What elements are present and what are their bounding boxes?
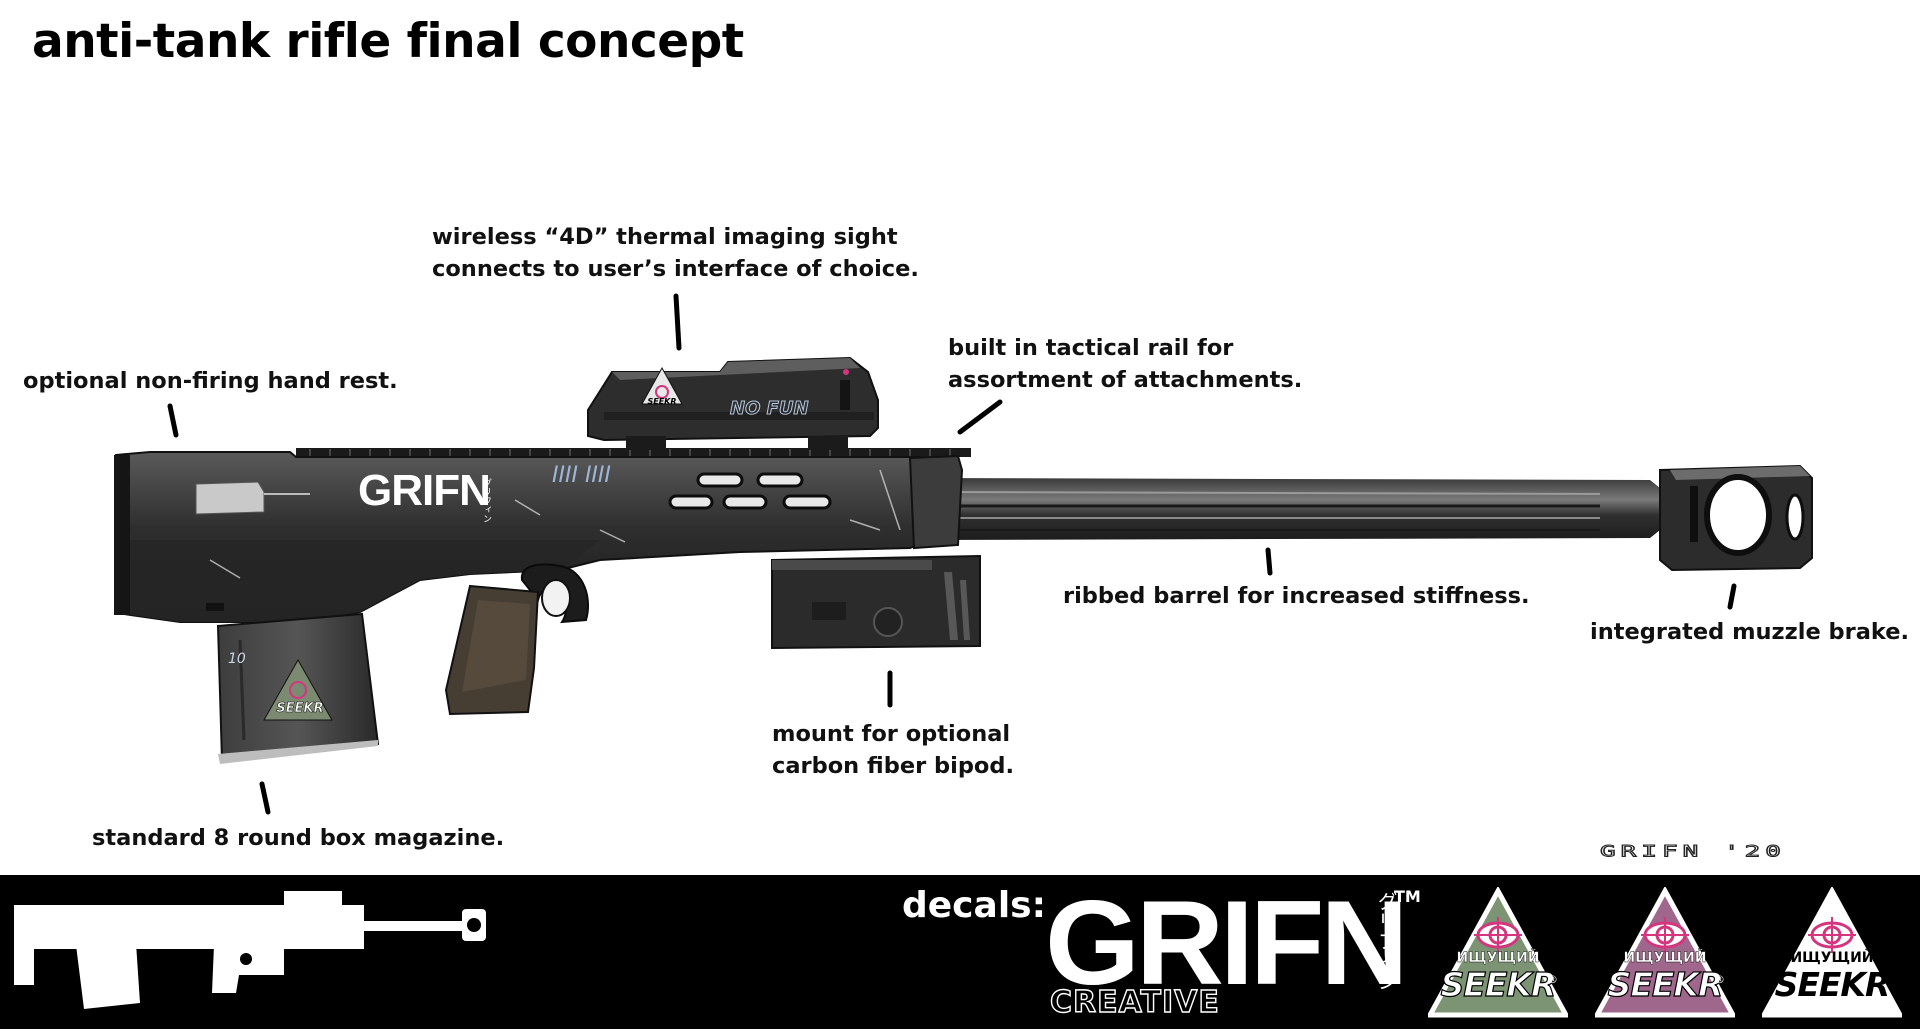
magazine-seekr-badge: SEEKR — [276, 701, 323, 716]
seekr-top-text: ИЩУЩИЙ — [1456, 950, 1540, 966]
vent-slots — [668, 472, 832, 510]
rifle-illustration: GRIFN グリフィン IIII IIII 10 SEEKR — [114, 356, 1813, 764]
seekr-main-text: SEEKR — [1774, 965, 1891, 1004]
callout-muzzle-brake: integrated muzzle brake. — [1590, 619, 1910, 645]
tally-marks: IIII IIII — [552, 463, 611, 488]
seekr-main-text: SEEKR — [1440, 964, 1557, 1004]
callout-hand-rest: optional non-firing hand rest. — [23, 368, 398, 394]
seekr-badge-green: ИЩУЩИЙ SEEKR ® — [1425, 885, 1571, 1027]
magazine: 10 SEEKR — [216, 612, 380, 764]
callout-bipod-mount: mount for optional carbon fiber bipod. — [772, 721, 1015, 779]
scope-no-fun-decal: NO FUN — [730, 398, 809, 419]
stock-decal-grifn: GRIFN — [358, 466, 490, 515]
bipod-mount — [771, 554, 981, 650]
seekr-registered-mark: ® — [1547, 973, 1558, 986]
seekr-triangle-icon — [1759, 885, 1905, 1018]
seekr-badge-white: ИЩУЩИЙ SEEKR ® — [1759, 885, 1905, 1027]
scope-seekr-badge: SEEKR — [647, 397, 676, 406]
grifn-japanese-text: グリフィン — [1374, 891, 1398, 991]
barrel — [920, 478, 1660, 540]
tactical-rail — [296, 448, 971, 457]
seekr-registered-mark: ® — [1714, 973, 1725, 986]
stock-decal-jp: グリフィン — [481, 478, 492, 523]
grifn-trademark: TM — [1394, 887, 1421, 906]
callout-tactical-rail: built in tactical rail for assortment of… — [948, 335, 1303, 393]
muzzle-brake — [1659, 464, 1813, 572]
seekr-registered-mark: ® — [1881, 973, 1892, 986]
trigger-guard — [520, 563, 590, 624]
thermal-sight: SEEKR NO FUN — [587, 356, 879, 450]
magazine-number: 10 — [228, 651, 246, 667]
artist-signature: GRIFN '20 — [1599, 842, 1786, 862]
callout-thermal-sight: wireless “4D” thermal imaging sight conn… — [432, 224, 919, 282]
pistol-grip — [444, 584, 540, 716]
footer-bar: decals: GRIFN TM グリフィン CREATIVE ИЩУЩИЙ S… — [0, 875, 1920, 1029]
seekr-triangle-icon — [1425, 885, 1571, 1018]
receiver — [114, 451, 964, 623]
rifle-silhouette — [14, 891, 486, 1009]
page-title: anti-tank rifle final concept — [32, 14, 744, 69]
seekr-top-text: ИЩУЩИЙ — [1790, 950, 1874, 966]
callout-ribbed-barrel: ribbed barrel for increased stiffness. — [1063, 583, 1530, 609]
seekr-triangle-icon — [1592, 885, 1738, 1018]
seekr-badge-pink: ИЩУЩИЙ SEEKR ® — [1592, 885, 1738, 1027]
seekr-main-text: SEEKR — [1607, 964, 1724, 1004]
seekr-top-text: ИЩУЩИЙ — [1623, 950, 1707, 966]
grifn-logo: GRIFN — [1045, 876, 1409, 1010]
callout-box-magazine: standard 8 round box magazine. — [92, 825, 505, 851]
grifn-creative-text: CREATIVE — [1049, 984, 1220, 1020]
decals-label: decals: — [902, 885, 1046, 926]
